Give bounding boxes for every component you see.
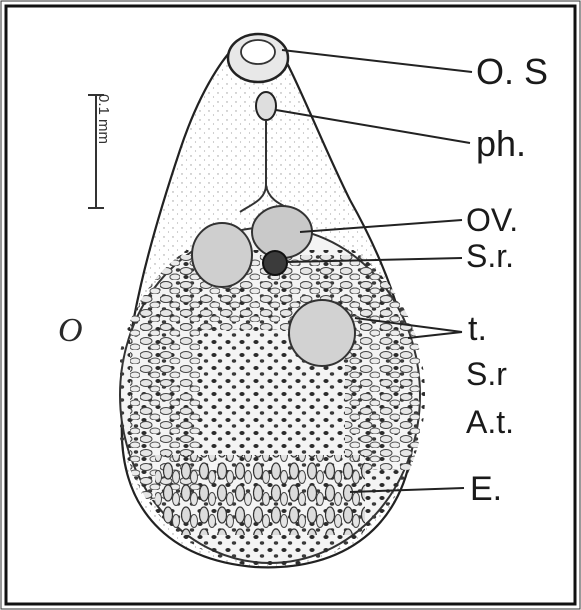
egg-mass: [155, 455, 365, 535]
ovary: [192, 223, 252, 287]
label-seminal-receptacle: S.r.: [466, 240, 514, 272]
side-mark: O: [58, 312, 83, 350]
label-seminal-receptacle-2: S.r: [466, 358, 507, 390]
leader-os: [282, 50, 472, 72]
label-ovary: OV.: [466, 204, 518, 236]
label-anterior-testis: A.t.: [466, 406, 514, 438]
scale-label: 0.1 mm: [95, 94, 112, 144]
pharynx: [256, 92, 276, 120]
leader-t-2: [408, 332, 462, 338]
label-oral-sucker: O. S: [476, 54, 548, 90]
seminal-receptacle: [263, 251, 287, 275]
label-pharynx: ph.: [476, 126, 526, 162]
label-eggs: E.: [470, 472, 502, 506]
label-testes: t.: [468, 312, 487, 346]
testis: [289, 300, 355, 366]
